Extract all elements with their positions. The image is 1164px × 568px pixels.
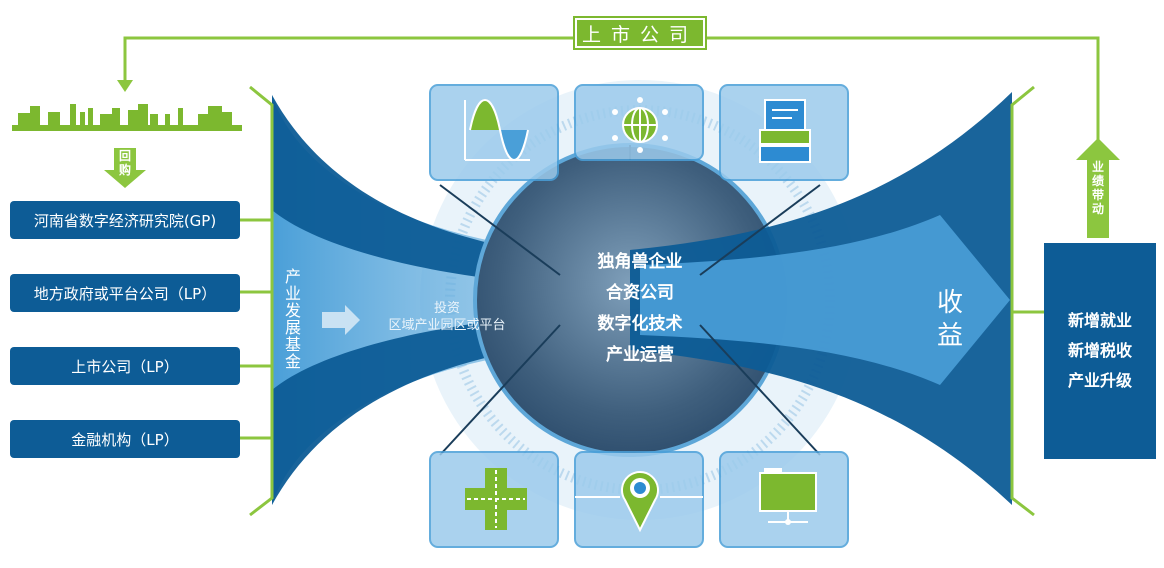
location-pin-icon xyxy=(575,471,703,533)
lp-box-label: 上市公司（LP） xyxy=(71,357,179,376)
performance-char-1: 业 xyxy=(1091,160,1104,174)
invest-line-1: 投资 xyxy=(433,301,460,316)
lp-box-label: 地方政府或平台公司（LP） xyxy=(33,284,217,303)
lp-box-local-government: 地方政府或平台公司（LP） xyxy=(10,274,240,312)
performance-arrow xyxy=(1076,138,1120,238)
revenue-char: 收 xyxy=(936,288,963,318)
lp-box-label: 金融机构（LP） xyxy=(71,430,179,449)
lp-box-financial-institution: 金融机构（LP） xyxy=(10,420,240,458)
fund-char: 发 xyxy=(284,301,301,320)
top-listed-company-label: 上市公司 xyxy=(575,18,705,48)
top-loop-line xyxy=(123,36,1100,140)
monitor-folder-icon xyxy=(759,468,817,525)
globe-network-icon xyxy=(612,97,668,153)
lp-box-label: 河南省数字经济研究院(GP) xyxy=(33,211,217,230)
server-rack-icon xyxy=(759,99,811,163)
skyline-icon xyxy=(12,104,242,131)
green-brackets xyxy=(240,85,1044,517)
center-item: 产业运营 xyxy=(606,345,674,365)
result-item: 新增就业 xyxy=(1067,311,1132,330)
sine-wave-chart-icon xyxy=(464,99,530,161)
center-items: 独角兽企业 合资公司 数字化技术 产业运营 xyxy=(560,247,720,371)
industry-fund-label: 产 业 发 展 基 金 xyxy=(283,268,303,370)
results-box: 新增就业 新增税收 产业升级 xyxy=(1044,243,1156,459)
repurchase-char-1: 回 xyxy=(118,149,131,163)
fund-char: 金 xyxy=(284,352,301,371)
performance-char-2: 绩 xyxy=(1091,174,1104,188)
revenue-label: 收 益 xyxy=(930,287,970,353)
upper-band xyxy=(272,95,640,290)
road-intersection-icon xyxy=(465,468,527,530)
loop-arrow-head xyxy=(117,80,133,92)
lower-band xyxy=(272,310,640,505)
result-item: 产业升级 xyxy=(1067,371,1132,390)
lp-box-research-institute: 河南省数字经济研究院(GP) xyxy=(10,201,240,239)
performance-char-4: 动 xyxy=(1091,202,1104,216)
fund-char: 产 xyxy=(284,267,301,286)
invest-line-2: 区域产业园区或平台 xyxy=(388,318,506,333)
repurchase-arrow xyxy=(104,148,146,188)
invest-label: 投资 区域产业园区或平台 xyxy=(372,300,522,334)
result-item: 新增税收 xyxy=(1067,341,1132,360)
revenue-arrow xyxy=(640,215,1010,385)
revenue-char: 益 xyxy=(936,321,963,351)
lp-box-listed-company: 上市公司（LP） xyxy=(10,347,240,385)
fund-char: 基 xyxy=(284,335,301,354)
fund-char: 业 xyxy=(284,284,301,303)
performance-char-3: 带 xyxy=(1091,188,1104,202)
repurchase-char-2: 购 xyxy=(118,163,131,177)
center-item: 数字化技术 xyxy=(597,314,683,334)
repurchase-label: 回 购 xyxy=(117,149,133,177)
center-item: 合资公司 xyxy=(606,283,674,303)
center-item: 独角兽企业 xyxy=(597,252,683,272)
invest-arrow-icon xyxy=(322,305,360,335)
fund-char: 展 xyxy=(284,318,301,337)
performance-label: 业 绩 带 动 xyxy=(1090,160,1106,216)
